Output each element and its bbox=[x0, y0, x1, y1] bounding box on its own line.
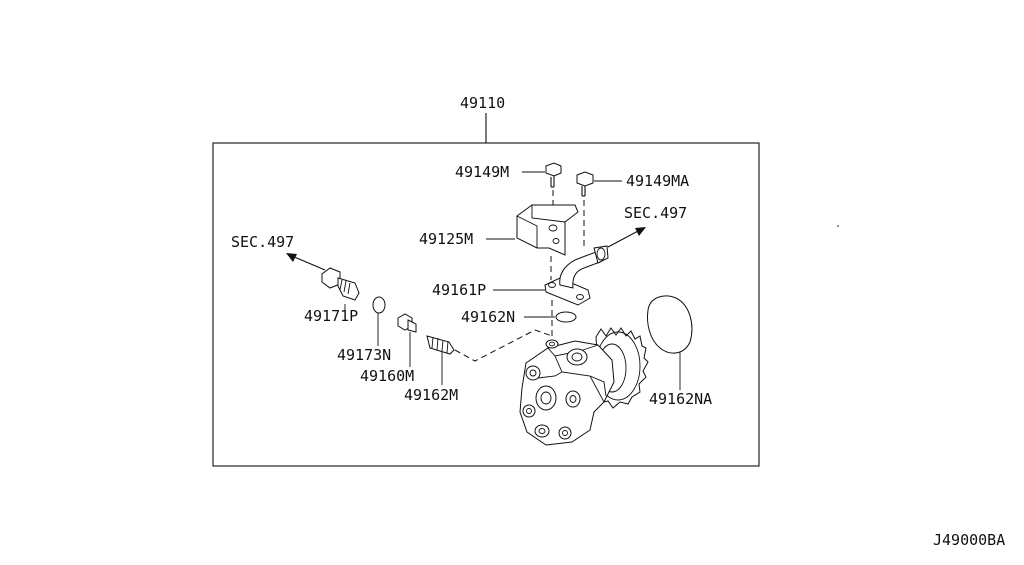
fitting-49171p-icon bbox=[321, 267, 360, 301]
label-49162m: 49162M bbox=[404, 386, 458, 404]
pipe-49161p-icon bbox=[544, 245, 609, 306]
label-49162na: 49162NA bbox=[649, 390, 712, 408]
bracket-49125m-icon bbox=[516, 204, 579, 256]
dash-valve-pump bbox=[454, 329, 553, 362]
figure-code: J49000BA bbox=[933, 531, 1005, 549]
valve-49162m-icon bbox=[426, 335, 455, 355]
label-49173n: 49173N bbox=[337, 346, 391, 364]
section-ref-left: SEC.497 bbox=[231, 233, 294, 251]
label-49160m: 49160M bbox=[360, 367, 414, 385]
gasket-49162na-icon bbox=[647, 295, 693, 354]
oring-49162n-icon bbox=[555, 311, 577, 323]
connector-49160m-icon bbox=[397, 313, 417, 333]
section-ref-right: SEC.497 bbox=[624, 204, 687, 222]
dot-mark bbox=[837, 225, 839, 227]
bolt-49149ma-icon bbox=[576, 171, 594, 197]
label-49162n: 49162N bbox=[461, 308, 515, 326]
label-49149ma: 49149MA bbox=[626, 172, 689, 190]
arrow-right-icon bbox=[607, 227, 646, 248]
label-49125m: 49125M bbox=[419, 230, 473, 248]
arrow-left-icon bbox=[286, 253, 326, 271]
label-49161p: 49161P bbox=[432, 281, 486, 299]
assembly-label: 49110 bbox=[460, 94, 505, 112]
oring-49173n-icon bbox=[372, 296, 386, 314]
label-49171p: 49171P bbox=[304, 307, 358, 325]
label-49149m: 49149M bbox=[455, 163, 509, 181]
bolt-49149m-icon bbox=[545, 162, 562, 188]
power-steering-pump-icon bbox=[519, 327, 649, 446]
